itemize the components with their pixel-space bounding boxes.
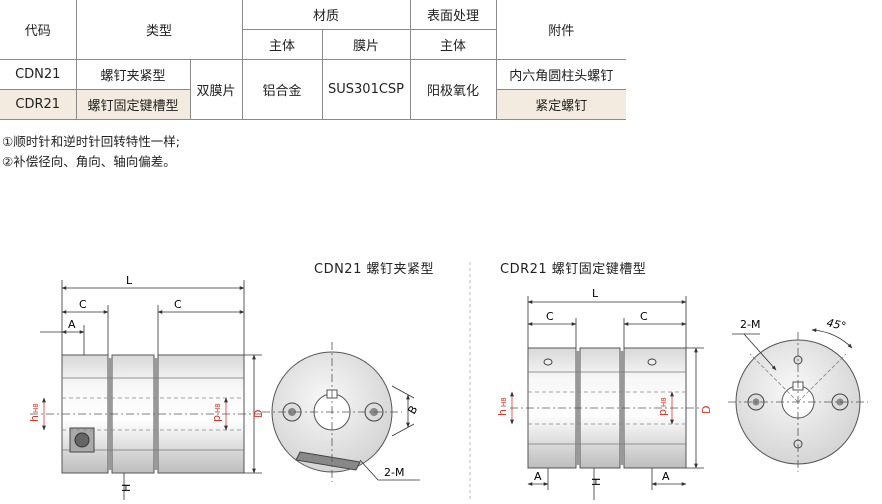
label-p: p — [210, 415, 223, 422]
label-C: C — [79, 298, 87, 311]
label-screw: 2-M — [384, 466, 404, 479]
diagram-title-cdr21: CDR21 螺钉固定键槽型 — [500, 262, 647, 277]
header-accessory: 附件 — [495, 0, 627, 60]
label-h: h — [28, 415, 41, 422]
label-A: A — [662, 470, 670, 483]
body-material: 铝合金 — [241, 59, 323, 120]
row-accessory: 内六角圆柱头螺钉 — [495, 59, 627, 90]
hub-left — [527, 347, 577, 469]
cdn21-side-view: L C C A D h H8 p H8 H — [28, 274, 265, 500]
label-screw: 2-M — [740, 318, 760, 331]
diaphragm-right — [154, 358, 158, 470]
label-h-sub: H8 — [500, 397, 508, 407]
type-group: 双膜片 — [189, 59, 243, 120]
header-material: 材质 — [241, 0, 411, 30]
header-surface-body: 主体 — [409, 29, 497, 60]
row-code: CDN21 — [0, 59, 77, 90]
notes: ①顺时针和逆时针回转特性一样; ②补偿径向、角向、轴向偏差。 — [2, 132, 180, 172]
diaphragm-material: SUS301CSP — [321, 59, 411, 120]
header-type: 类型 — [75, 0, 243, 60]
label-A: A — [68, 318, 76, 331]
header-body: 主体 — [241, 29, 323, 60]
label-p-sub: H8 — [660, 397, 668, 407]
label-D: D — [700, 406, 713, 414]
label-C: C — [640, 310, 648, 323]
label-A: A — [534, 470, 542, 483]
label-h-sub: H8 — [32, 403, 40, 413]
label-L: L — [592, 287, 599, 300]
label-C: C — [546, 310, 554, 323]
spec-table: 代码 类型 材质 表面处理 附件 主体 膜片 主体 CDN21 螺钉夹紧型 双膜… — [0, 0, 627, 120]
cdr21-side-view: L C C A A D h H8 p H8 H — [496, 287, 713, 500]
cdn21-end-view: B 2-M — [262, 342, 420, 482]
label-C: C — [174, 298, 182, 311]
label-H: H — [120, 484, 133, 492]
note-1: ①顺时针和逆时针回转特性一样; — [2, 134, 180, 149]
label-L: L — [126, 274, 133, 287]
dim-angle — [811, 328, 853, 349]
row-type: 螺钉固定键槽型 — [75, 89, 191, 120]
label-D: D — [252, 410, 265, 418]
label-H: H — [590, 478, 603, 486]
row-code: CDR21 — [0, 89, 77, 120]
set-screw-icon — [543, 358, 553, 366]
row-accessory: 紧定螺钉 — [495, 89, 627, 120]
label-p-sub: H8 — [214, 403, 222, 413]
clamp-slot — [295, 451, 361, 471]
diagram-title-cdn21: CDN21 螺钉夹紧型 — [314, 262, 434, 277]
label-B: B — [405, 403, 420, 416]
header-code: 代码 — [0, 0, 77, 60]
label-angle: 45° — [825, 316, 847, 333]
set-screw-icon — [647, 358, 657, 366]
label-p: p — [656, 409, 669, 416]
row-type: 螺钉夹紧型 — [75, 59, 191, 90]
label-h: h — [496, 409, 509, 416]
cdr21-end-view: 2-M 45° — [728, 316, 868, 472]
surface-treatment: 阳极氧化 — [409, 59, 497, 120]
note-2: ②补偿径向、角向、轴向偏差。 — [2, 154, 176, 169]
